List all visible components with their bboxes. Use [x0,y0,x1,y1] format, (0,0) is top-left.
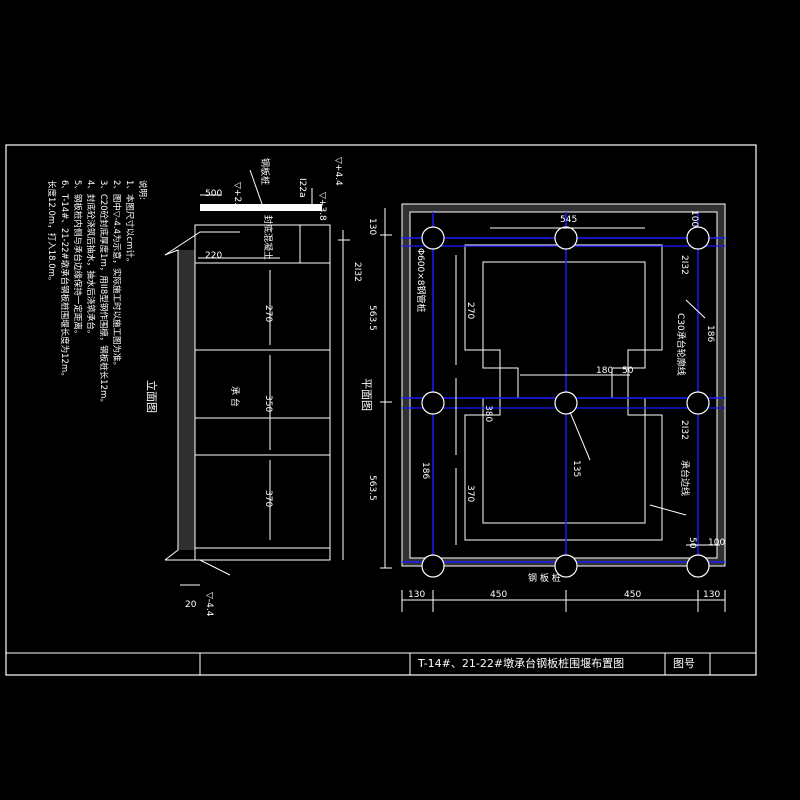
ground-slope-top [164,231,240,256]
ground-slope-bottom [165,559,231,576]
dim-130-vertical: 130 [367,218,377,235]
notes-heading: 说明: [137,180,148,200]
pipe-pile [686,226,710,250]
label-cap-side: 承台边线 [679,460,691,496]
cap-outline-outer [464,244,663,541]
plan-view: 545 100 270 180 50 380 370 135 186 186 5… [401,203,726,612]
leader-steel-pile [249,169,263,205]
dim-135: 135 [571,460,581,477]
label-steel-pile-bottom: 钢 板 桩 [528,572,561,584]
dim-50-bottom: 50 [687,537,697,549]
pipe-pile [554,554,578,578]
label-seal-concrete: 封底混凝土 [262,215,274,260]
note-line-2: 2、图中▽-4.4为示意，实际施工时以施工图为准。 [111,180,122,370]
elevation-caption: 立面图 [145,380,159,413]
ground-line-left [164,249,179,561]
dim-270-plan: 270 [465,302,475,319]
plan-caption: 平面图 [360,378,373,411]
leader-135 [569,411,591,461]
dim-500: 500 [205,189,222,199]
elev-3-8: ▽+3.8 [317,192,327,221]
dim-100-bottom: 100 [708,538,725,548]
label-cap: 承 台 [229,386,241,407]
pipe-pile [554,391,578,415]
dim-350: 350 [263,395,273,412]
pipe-pile [421,226,445,250]
top-beam [200,204,322,211]
note-line-6: 6、T-14#、21-22#墩承台钢板桩围堰长度为12m。 [59,180,70,381]
dim-270: 270 [263,305,273,322]
dim-20: 20 [185,600,197,610]
dim-50: 50 [622,366,634,376]
dim-450-left: 450 [490,590,507,600]
leader-cap-side [649,504,687,516]
pipe-pile [554,226,578,250]
dim-186-left: 186 [420,462,430,479]
note-line-1: 1、本图尺寸以cm计。 [124,180,135,266]
drawing-title: T-14#、21-22#墩承台钢板桩围堰布置图 [417,656,624,670]
note-line-5: 5、钢板桩内侧与承台边缘保持一定距离。 [72,180,83,338]
label-pile-spec: Φ600×8钢管桩 [415,248,427,313]
dim-220: 220 [205,251,222,261]
elev-top: ▽+4.4 [333,157,343,186]
label-brace: 2I32 [352,262,362,282]
pipe-pile [421,391,445,415]
drawing-number-label: 图号 [673,657,695,670]
label-waler-middle: 2I32 [679,420,689,440]
dim-100-top: 100 [689,210,699,227]
pipe-pile [686,554,710,578]
label-steel-pile: 钢板桩 [259,158,271,185]
cap-outline-inner [482,261,646,524]
soil-hatch [178,250,195,550]
dim-545: 545 [560,215,577,225]
pipe-pile [421,554,445,578]
label-waler-top: 2I32 [679,255,689,275]
elev-bottom: ▽-4.4 [204,592,214,617]
cofferdam-body [194,224,331,561]
elev-2-5: ▽+2.5 [232,182,242,211]
plan-interior [410,212,717,558]
dim-180: 180 [596,366,613,376]
dim-563-bottom: 563.5 [367,475,377,501]
note-line-4: 4、封底砼浇筑后抽水，抽水后浇筑承台。 [85,180,96,338]
sheet-frame [5,144,757,676]
notes: 说明: 1、本图尺寸以cm计。 2、图中▽-4.4为示意，实际施工时以施工图为准… [46,180,148,407]
note-line-7: 长度12.0m，打入18.0m。 [46,180,57,285]
label-top-beam: I22a [297,178,307,198]
dim-380: 380 [483,405,493,422]
dim-130-right: 130 [703,590,720,600]
dim-370-plan: 370 [465,485,475,502]
dim-563-top: 563.5 [367,305,377,331]
dim-186-right: 186 [705,325,715,342]
note-line-3: 3、C20砼封底厚度1m，用IⅠ8型钢作围檩，钢板桩长12m。 [98,180,109,407]
pipe-pile [686,391,710,415]
dim-450-right: 450 [624,590,641,600]
dim-130-left: 130 [408,590,425,600]
dim-370: 370 [263,490,273,507]
title-block: T-14#、21-22#墩承台钢板桩围堰布置图 图号 [6,652,756,675]
elevation-view: 220 500 20 270 350 370 承 台 钢板桩 I22a 封底混凝… [145,157,392,617]
leader-cap-edge [685,299,706,319]
label-cap-edge: C30承台轮廓线 [675,313,687,376]
